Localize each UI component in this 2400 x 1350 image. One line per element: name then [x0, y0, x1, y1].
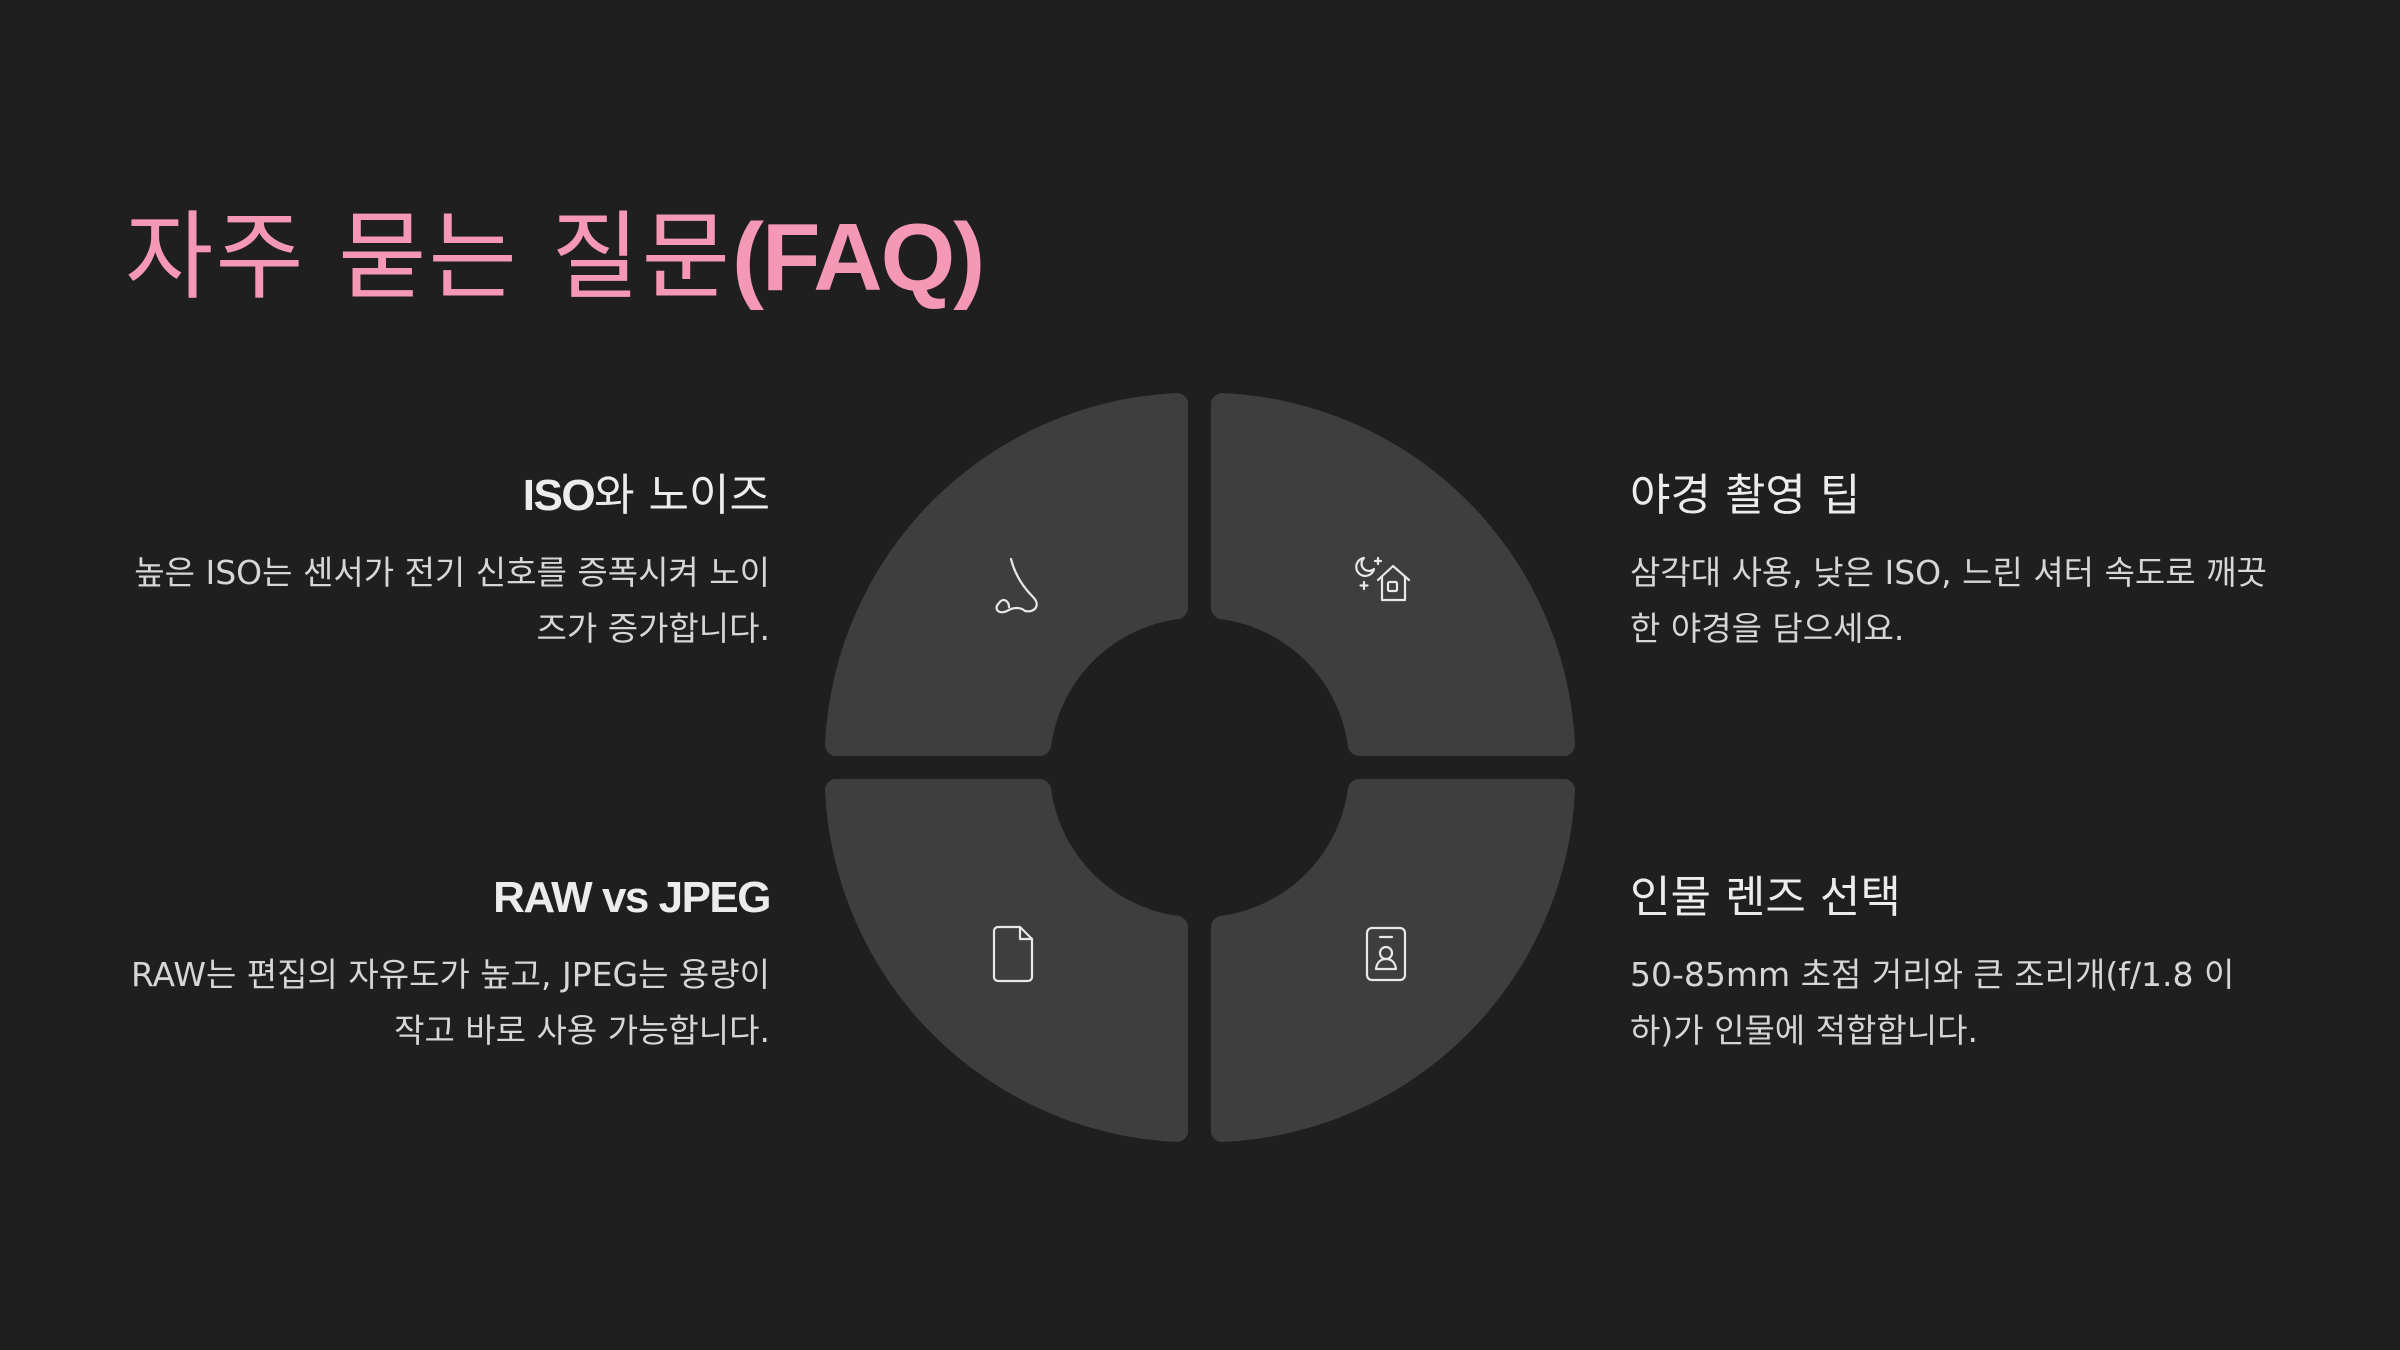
quadrant-bottom-left[interactable]: [824, 778, 1189, 1143]
faq-heading-latin: ISO: [522, 471, 596, 520]
faq-body: 삼각대 사용, 낮은 ISO, 느린 셔터 속도로 깨끗한 야경을 담으세요.: [1630, 553, 2267, 648]
faq-body: RAW는 편집의 자유도가 높고, JPEG는 용량이 작고 바로 사용 가능합…: [130, 955, 770, 1050]
faq-item-night-shot: 야경 촬영 팁 삼각대 사용, 낮은 ISO, 느린 셔터 속도로 깨끗한 야경…: [1630, 468, 2270, 657]
quadrant-top-left[interactable]: [824, 392, 1189, 757]
page-title-main: 자주 묻는 질문: [125, 201, 732, 313]
faq-heading-text: 와 노이즈: [594, 470, 770, 521]
faq-item-portrait-lens: 인물 렌즈 선택 50-85mm 초점 거리와 큰 조리개(f/1.8 이하)가…: [1630, 870, 2270, 1059]
quadrant-bottom-right[interactable]: [1210, 778, 1576, 1143]
quadrant-top-right[interactable]: [1210, 392, 1576, 757]
faq-body: 높은 ISO는 센서가 전기 신호를 증폭시켜 노이즈가 증가합니다.: [134, 553, 770, 648]
faq-heading-latin: RAW vs JPEG: [493, 873, 771, 922]
faq-item-iso-noise: ISO와 노이즈 높은 ISO는 센서가 전기 신호를 증폭시켜 노이즈가 증가…: [130, 468, 770, 657]
page-title-accent: (FAQ): [731, 204, 985, 311]
faq-heading: 야경 촬영 팁: [1630, 468, 2270, 523]
faq-item-raw-vs-jpeg: RAW vs JPEG RAW는 편집의 자유도가 높고, JPEG는 용량이 …: [130, 870, 772, 1059]
faq-body: 50-85mm 초점 거리와 큰 조리개(f/1.8 이하)가 인물에 적합합니…: [1630, 955, 2235, 1050]
page-title: 자주 묻는 질문(FAQ): [125, 204, 985, 311]
faq-heading: ISO와 노이즈: [130, 468, 770, 523]
faq-heading: RAW vs JPEG: [130, 870, 771, 925]
faq-heading-text: 인물 렌즈 선택: [1630, 872, 1901, 923]
faq-heading-text: 야경 촬영 팁: [1630, 470, 1861, 521]
faq-heading: 인물 렌즈 선택: [1630, 870, 2270, 925]
